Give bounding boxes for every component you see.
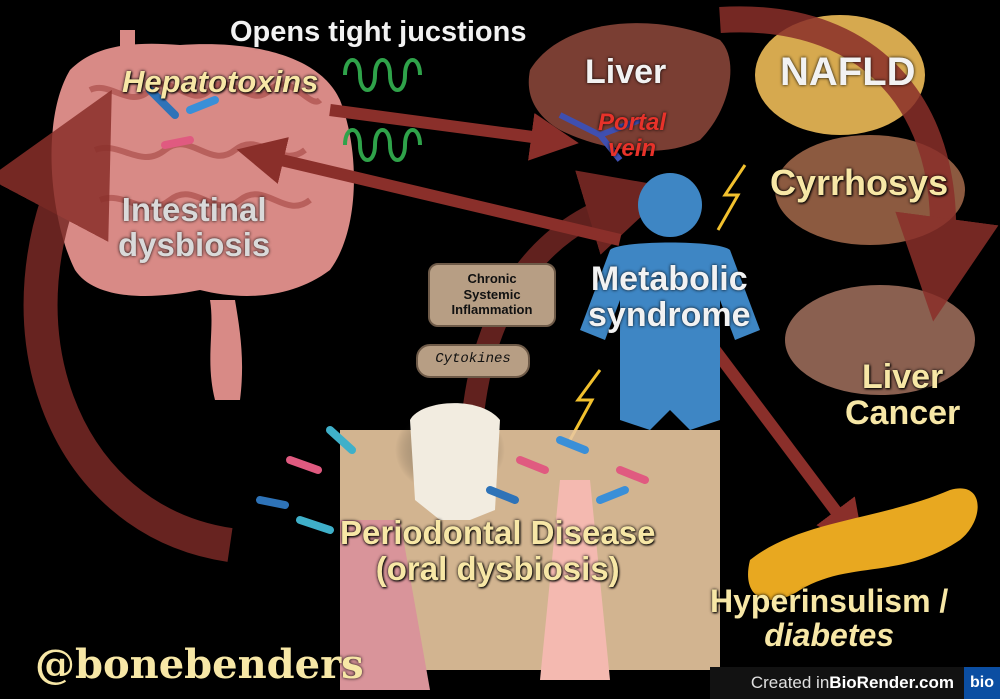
liver-label: Liver [585,53,667,91]
tight-junction-icon [343,58,422,162]
hyperinsulism-line-2: diabetes [764,616,895,653]
liver-cancer-line-1: Liver [862,358,944,396]
handle-label: @bonebenders [35,641,364,688]
biorender-logo-icon: bio [964,667,1000,699]
person-icon [580,173,760,430]
hepatotoxins-label: Hepatotoxins [122,64,319,99]
nafld-liver-illustration [755,15,925,135]
periodontal-disease-line-1: Periodontal Disease [340,514,656,551]
pathway-arrows [236,104,865,550]
progression-arrow [719,6,999,322]
gut-loop-arrow [0,89,233,562]
chronic-inflammation-line-2: Systemic [463,286,521,302]
credit-prefix: Created in [750,673,830,692]
hyperinsulism-line-1: Hyperinsulism / [710,583,949,619]
chronic-inflammation-line-3: Inflammation [451,302,533,318]
liver-illustration [528,23,731,162]
periodontal-disease-line-2: (oral dysbiosis) [375,550,620,588]
opens-tight-junctions-label: Opens tight jucstions [230,16,527,48]
metabolic-syndrome-line-2: syndrome [588,295,751,334]
liver-cancer-label: Liver Cancer [845,358,961,432]
intestinal-dysbiosis-line-1: Intestinal [121,191,267,228]
chronic-inflammation-line-1: Chronic [467,271,517,286]
intestine-illustration [51,30,354,400]
liver-cancer-line-2: Cancer [845,393,961,432]
portal-vein-line-1: Portal [598,109,667,136]
portal-vein-label: Portal vein [598,109,667,163]
portal-vein-line-2: vein [608,135,657,163]
cytokines-box: Cytokines [416,344,530,378]
metabolic-syndrome-line-1: Metabolic [590,260,748,298]
biorender-credit[interactable]: Created in BioRender.com bio [710,667,1000,699]
credit-brand: BioRender.com [829,673,954,692]
tooth-illustration [340,403,720,690]
hyperinsulism-label: Hyperinsulism / diabetes [710,583,949,653]
bacteria-icon [146,86,649,534]
periodontal-disease-label: Periodontal Disease (oral dysbiosis) [340,514,656,588]
metabolic-syndrome-label: Metabolic syndrome [588,260,751,334]
nafld-label: NAFLD [780,50,916,94]
intestinal-dysbiosis-label: Intestinal dysbiosis [118,191,271,263]
intestinal-dysbiosis-line-2: dysbiosis [118,225,271,263]
chronic-inflammation-box: Chronic Systemic Inflammation [428,263,556,327]
cyrrhosys-label: Cyrrhosys [770,162,949,203]
pancreas-illustration [748,488,978,600]
lightning-icon [568,164,747,441]
